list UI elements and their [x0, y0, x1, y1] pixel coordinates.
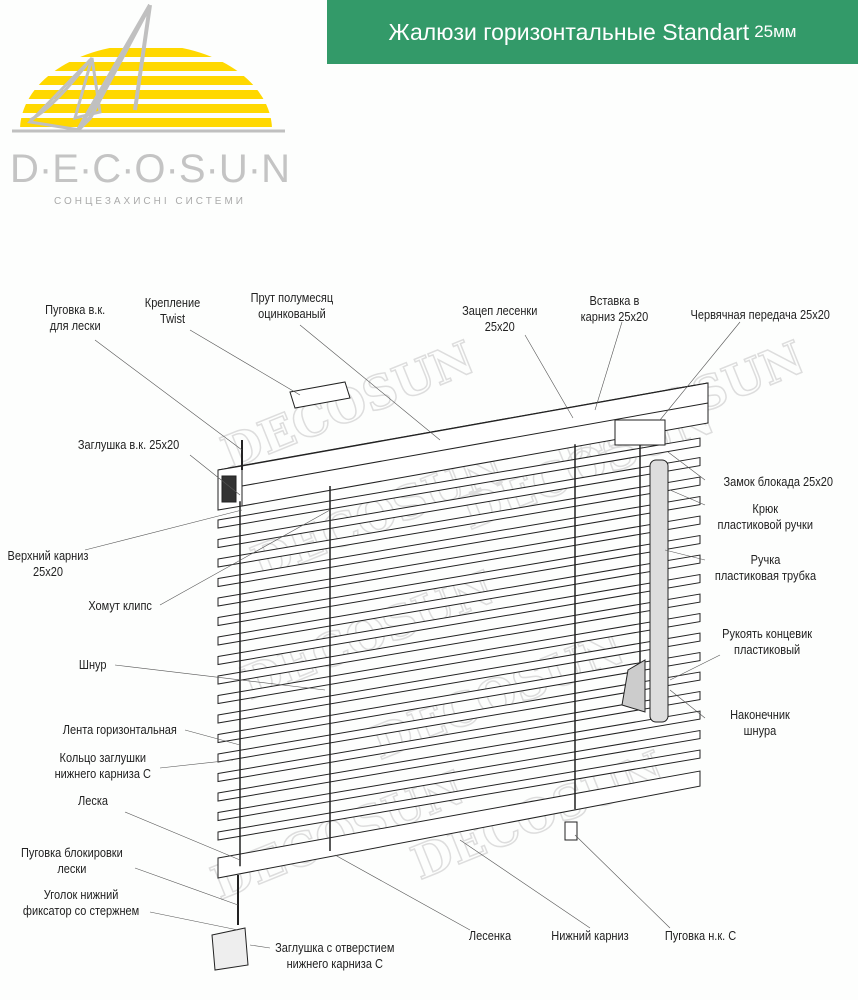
- leader-l2: [189, 329, 301, 396]
- slat: [217, 671, 701, 763]
- logo-tagline: СОНЦЕЗАХИСНІ СИСТЕМИ: [54, 196, 246, 207]
- leader-l21: [249, 944, 271, 949]
- callout-label: Хомут клипс: [88, 599, 152, 613]
- slat: [217, 554, 701, 646]
- leader-l10: [84, 509, 243, 551]
- callout-label: Заглушка в.к. 25x20: [77, 438, 179, 452]
- leader-l22: [334, 854, 471, 931]
- leader-l5: [594, 321, 623, 411]
- callout-label: Лесенка: [468, 929, 512, 943]
- sun-stripe: [20, 48, 272, 57]
- tilt-mechanism: [614, 419, 666, 446]
- leader-l18: [124, 811, 241, 861]
- leader-l9: [669, 489, 706, 506]
- leader-l1: [94, 339, 243, 451]
- blinds-drawing: [211, 381, 709, 971]
- end-cap-hole: [221, 475, 237, 503]
- leader-lines: [84, 321, 741, 949]
- callout-label: Пуговка н.к. С: [664, 929, 736, 943]
- slat: [217, 573, 701, 666]
- leader-l11: [664, 549, 706, 561]
- title-size: 25мм: [754, 22, 797, 41]
- sun-stripe: [20, 104, 272, 113]
- bottom-button: [564, 821, 578, 841]
- sun-stripe: [20, 62, 272, 71]
- leader-l17: [159, 759, 234, 769]
- slat: [217, 612, 701, 705]
- callout-label: Лента горизонтальная: [62, 723, 177, 737]
- bottom-corner-bracket: [211, 927, 249, 971]
- slat: [217, 729, 701, 822]
- callout-label: Нижний карниз: [551, 929, 629, 943]
- leader-l16: [184, 729, 241, 746]
- sun-stripe: [20, 118, 272, 127]
- bottom-rail: [217, 770, 701, 879]
- leader-l23: [459, 839, 591, 929]
- leader-l19: [134, 867, 239, 906]
- logo-brand: D·E·C·O·S·U·N: [10, 147, 290, 191]
- leader-l13: [669, 654, 721, 681]
- leader-l14: [114, 664, 326, 691]
- slat: [217, 437, 701, 529]
- slat: [217, 632, 701, 724]
- leader-l4: [524, 334, 574, 419]
- leader-l3: [299, 324, 441, 441]
- leader-l6: [659, 321, 741, 421]
- sun-stripe: [20, 90, 272, 99]
- leader-l12: [159, 509, 331, 606]
- slat: [217, 710, 701, 802]
- slat: [217, 476, 701, 568]
- slat: [217, 593, 701, 685]
- slat: [217, 534, 701, 627]
- cord-tassel: [621, 659, 646, 713]
- callout-label: Червячная передача 25x20: [690, 308, 830, 322]
- callout-label: Замок блокада 25x20: [723, 475, 833, 489]
- wand: [649, 459, 669, 723]
- slat: [217, 495, 701, 588]
- callout-label: Пуговка в.к.для лески: [45, 303, 106, 333]
- leader-l8: [667, 451, 706, 481]
- decosun-logo: D·E·C·O·S·U·N СОНЦЕЗАХИСНІ СИСТЕМИ: [10, 4, 290, 207]
- leader-l15: [669, 689, 706, 719]
- slat: [217, 749, 701, 841]
- callout-label: Леска: [78, 794, 109, 808]
- leader-l20: [149, 911, 239, 931]
- sun-stripe: [20, 76, 272, 85]
- title-text: Жалюзи горизонтальные Standart: [388, 18, 750, 45]
- slat: [217, 651, 701, 744]
- leader-l7: [189, 454, 241, 496]
- slat: [217, 456, 701, 549]
- twist-bracket: [289, 381, 351, 409]
- slat: [217, 515, 701, 607]
- callout-label: Шнур: [78, 658, 107, 672]
- leader-l24: [574, 834, 671, 929]
- slat: [217, 690, 701, 783]
